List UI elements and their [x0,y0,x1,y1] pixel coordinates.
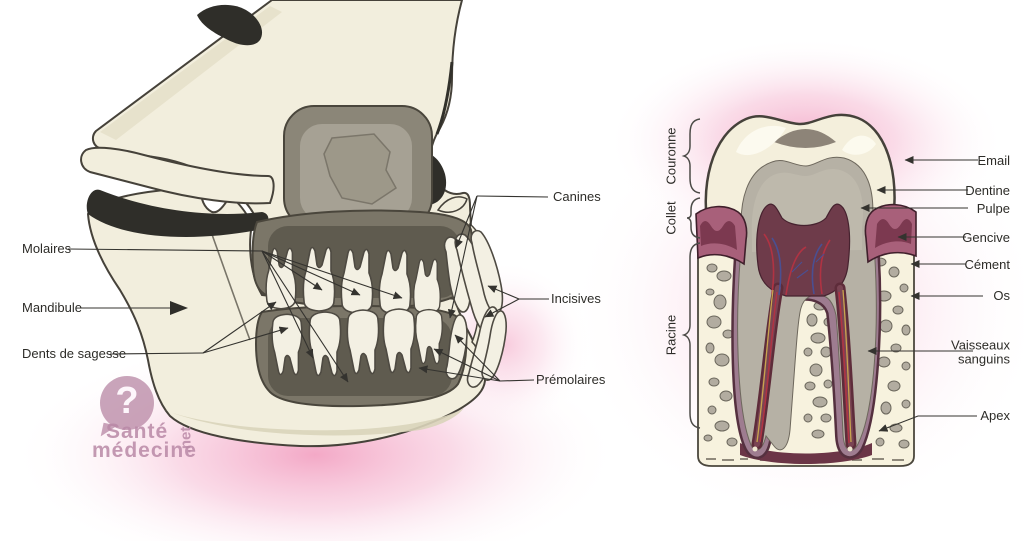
watermark-question-mark: ? [115,380,139,422]
couronne-brace [681,118,701,194]
label-dentine: Dentine [965,183,1010,199]
racine-brace [681,242,701,429]
profile-line [435,61,454,135]
label-os: Os [993,288,1010,304]
upper-incisor-2 [470,229,504,315]
pulp-vessels [756,233,852,444]
label-premolaires: Prémolaires [536,372,606,388]
temporal-shadow [197,4,263,46]
gingiva-left [695,205,748,266]
crown-highlight-right [842,135,876,155]
label-pulpe: Pulpe [976,201,1010,217]
crown-highlight-left [736,125,786,156]
nasal-spine [436,196,468,213]
gingiva-right [864,203,917,264]
label-incisives: Incisives [551,291,601,307]
label-gencive: Gencive [962,230,1010,246]
occlusal-mound [774,129,836,148]
upper-canine [443,236,471,313]
label-molaires: Molaires [22,241,72,257]
maxillary-sinus [283,105,433,229]
mandibule-arrowhead [170,301,188,315]
section-braces [681,118,701,429]
label-couronne: Couronne [663,127,679,185]
watermark-brand-line1: Santé [106,420,169,443]
infra-zygomatic-shadow [86,189,269,237]
upper-teeth-row [265,229,504,334]
label-dents-de-sagesse: Dents de sagesse [22,346,127,362]
apex-foramen-right [847,446,853,452]
watermark-suffix: .net [177,426,195,454]
label-mandibule: Mandibule [22,300,82,316]
label-email: Email [977,153,1010,169]
question-mark-bubble-icon: ? [100,376,154,430]
skull-illustration [10,0,620,541]
tooth-cross-section-illustration [566,37,1024,525]
leader-lines-tooth [860,156,983,432]
watermark-brand-line2: médecine [92,439,197,462]
label-racine: Racine [663,314,679,356]
apex-foramen-left [752,446,758,452]
leader-lines-skull [67,195,549,383]
mandible-shadow [160,408,464,436]
zygomatic-arch-shape [80,146,275,205]
apical-band [740,443,872,464]
label-canines: Canines [553,189,601,205]
label-vaisseaux-sanguins: Vaisseaux sanguins [950,337,1010,366]
label-cement: Cément [964,257,1010,273]
label-apex: Apex [980,408,1010,424]
collet-brace [686,197,701,239]
label-collet: Collet [663,201,679,235]
